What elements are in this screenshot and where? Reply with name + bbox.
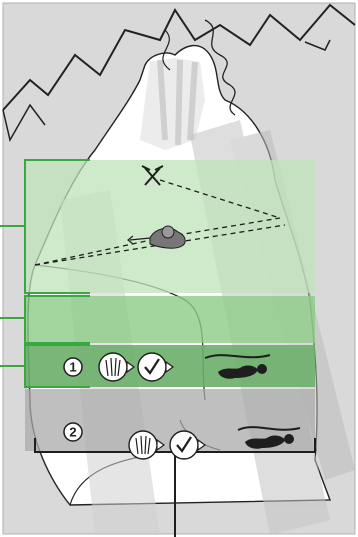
marker-2-number: 2 (69, 425, 76, 440)
zone-middle (25, 296, 315, 343)
marker-1-number: 1 (69, 360, 76, 375)
search-zones (25, 160, 315, 451)
